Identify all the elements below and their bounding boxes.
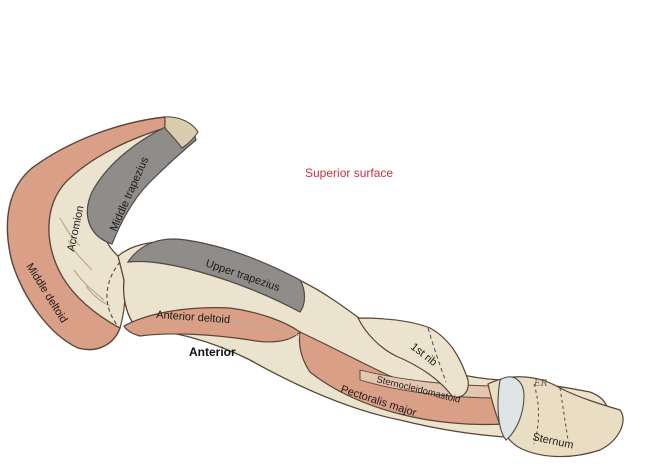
label-anterior-deltoid: Anterior deltoid xyxy=(156,309,231,326)
acromion-rim xyxy=(164,116,199,149)
acromion-region xyxy=(6,116,199,351)
clavicle-shaft xyxy=(106,238,609,440)
sternum-region xyxy=(487,376,624,458)
bone-texture xyxy=(59,217,111,307)
joint-dashes xyxy=(533,383,569,445)
first-rib-line xyxy=(427,327,447,383)
middle-trapezius-attachment xyxy=(86,121,197,245)
artist-signature: ER xyxy=(533,379,548,389)
first-rib-bone xyxy=(357,317,469,398)
shaft-groove xyxy=(169,318,301,337)
upper-trapezius-attachment xyxy=(126,238,306,313)
articular-disc xyxy=(497,376,525,441)
ligament-line xyxy=(106,261,121,327)
anterior-deltoid-attachment xyxy=(123,307,301,343)
label-anterior: Anterior xyxy=(189,345,236,359)
label-superior-surface: Superior surface xyxy=(305,166,393,180)
first-rib xyxy=(357,317,469,398)
